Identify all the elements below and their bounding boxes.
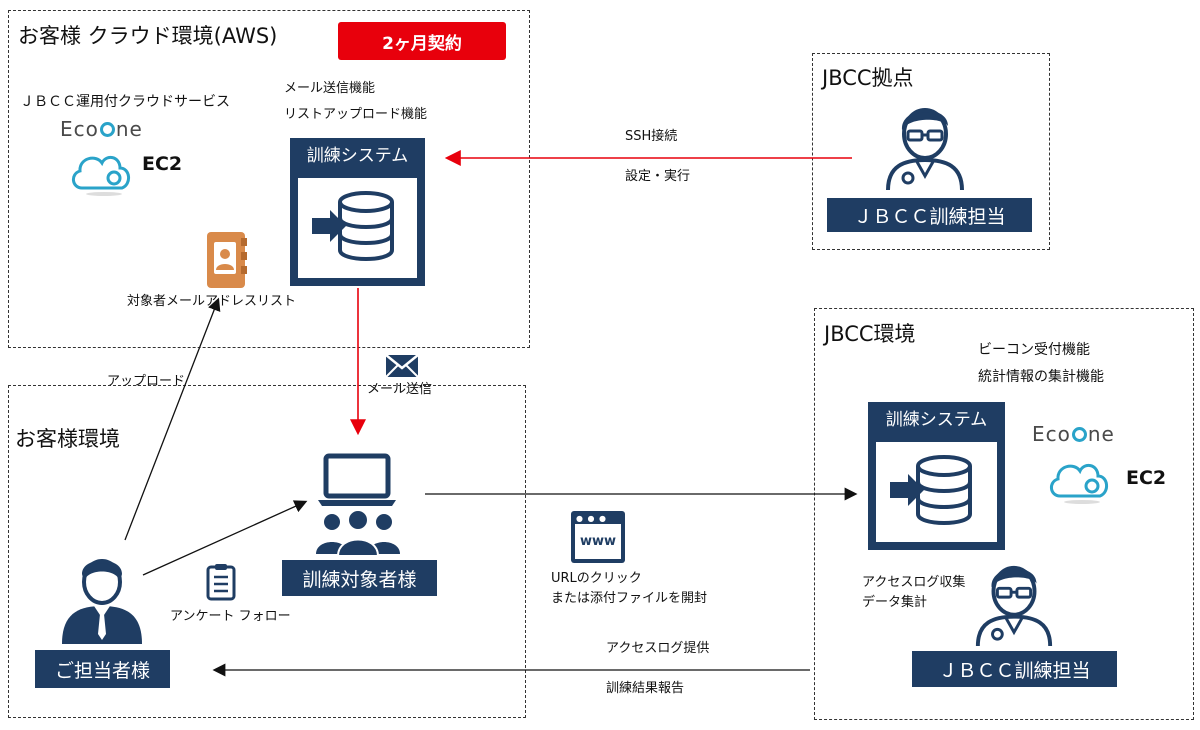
access-log-collect-label: アクセスログ収集 [862, 575, 966, 590]
access-log-provide-label: アクセスログ提供 [606, 641, 710, 656]
jbcc-trainer-label-base: ＪＢＣＣ訓練担当 [827, 198, 1032, 232]
browser-window-icon-dots: ● ● ● [576, 514, 608, 523]
address-book-icon [207, 232, 247, 288]
jbcc-env-title: JBCC環境 [824, 322, 916, 346]
database-import-icon [890, 455, 972, 525]
jbcc-base-title: JBCC拠点 [822, 66, 914, 90]
aws-cloud-region [8, 10, 530, 348]
envelope-icon [385, 354, 419, 378]
training-system-jbcc: 訓練システム [868, 402, 1005, 550]
attachment-open-label: または添付ファイルを開封 [551, 591, 708, 606]
ec2-label-jbcc: EC2 [1126, 467, 1167, 489]
upload-arrow [124, 297, 221, 541]
browser-window-icon: ● ● ● www [571, 511, 625, 563]
ssh-connection-label: SSH接続 [625, 129, 678, 144]
ecoone-logo-text-part2: ne [115, 117, 143, 141]
beacon-function: ビーコン受付機能 [978, 342, 1090, 358]
cloud-gear-icon [72, 155, 130, 196]
group-people-icon [316, 509, 400, 557]
ecoone-o-icon [99, 122, 115, 137]
jbcc-env-region [814, 308, 1194, 720]
training-system-aws-panel [298, 178, 417, 278]
ecoone-logo-text-jbcc-part2: ne [1087, 422, 1115, 446]
settings-execute-label: 設定・実行 [625, 169, 691, 184]
database-import-icon [312, 191, 394, 261]
training-system-aws: 訓練システム [290, 138, 425, 286]
doctor-person-icon [886, 108, 964, 191]
mail-send-function: メール送信機能 [284, 81, 376, 96]
mail-send-label: メール送信 [367, 382, 433, 397]
training-targets-label: 訓練対象者様 [282, 560, 437, 596]
aws-region-title: お客様 クラウド環境(AWS) [18, 24, 278, 48]
survey-arrow [142, 500, 308, 576]
ecoone-logo-text-jbcc-part1: Eco [1032, 422, 1071, 446]
list-upload-function: リストアップロード機能 [284, 107, 428, 122]
data-aggregate-label: データ集計 [862, 595, 928, 610]
ecoone-logo-text-part1: Eco [60, 117, 99, 141]
contact-person-label: ご担当者様 [35, 650, 170, 688]
url-click-label: URLのクリック [551, 571, 642, 586]
customer-region [8, 385, 526, 718]
address-list-label: 対象者メールアドレスリスト [127, 294, 297, 309]
cloud-gear-icon [1050, 463, 1108, 504]
ecoone-o-icon [1071, 427, 1087, 442]
www-text: www [579, 534, 617, 549]
ec2-label: EC2 [142, 153, 183, 175]
contract-badge: 2ヶ月契約 [338, 22, 506, 60]
businessman-icon [62, 559, 142, 644]
cloud-service-label: ＪＢＣＣ運用付クラウドサービス [20, 94, 230, 110]
laptop-icon [318, 453, 396, 506]
jbcc-trainer-label-env: ＪＢＣＣ訓練担当 [912, 651, 1117, 687]
upload-label: アップロード [107, 374, 186, 389]
training-system-aws-title: 訓練システム [306, 146, 409, 166]
clipboard-icon [206, 564, 236, 601]
browser-window-icon-body: www [575, 524, 621, 559]
doctor-person-icon [975, 565, 1053, 647]
jbcc-base-region [812, 53, 1050, 250]
customer-region-title: お客様環境 [15, 427, 120, 451]
survey-follow-label: アンケート フォロー [170, 609, 291, 624]
training-system-jbcc-panel [876, 442, 997, 542]
stats-function: 統計情報の集計機能 [978, 369, 1104, 385]
training-result-report-label: 訓練結果報告 [606, 681, 685, 696]
training-system-jbcc-title: 訓練システム [885, 410, 988, 430]
